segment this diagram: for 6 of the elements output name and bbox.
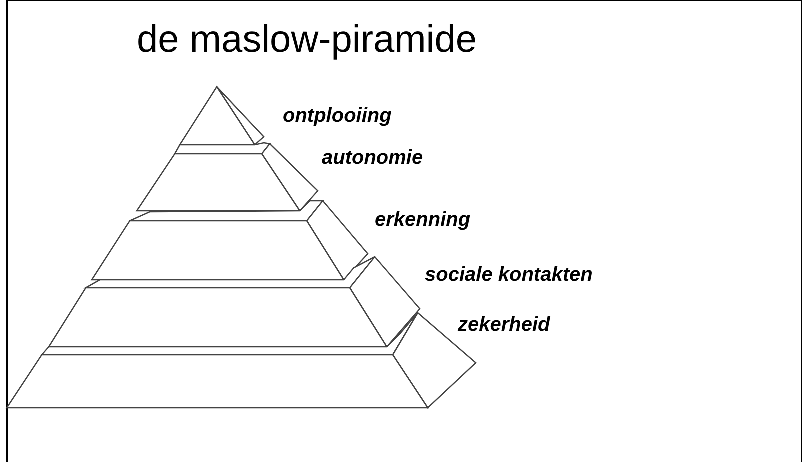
level-label: sociale kontakten [425,264,593,286]
level-label: autonomie [322,147,424,169]
title: de maslow-piramide [137,20,478,62]
level-label: erkenning [375,209,471,231]
level-label: zekerheid [458,314,550,336]
level-label: ontplooiing [283,105,392,127]
